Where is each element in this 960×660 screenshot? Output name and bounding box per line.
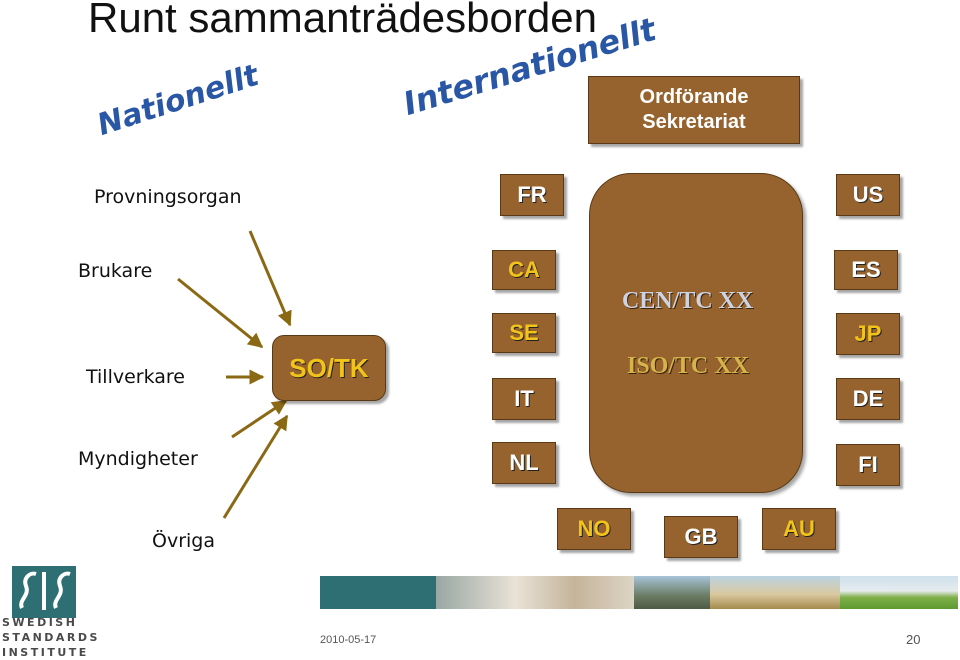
arrow-provningsorgan [248,230,292,327]
cen-tc-label: CEN/TC XX [622,288,754,314]
country-de: DE [836,378,900,420]
chair-label: Ordförande [639,86,749,108]
sis-logo: SWEDISH STANDARDS INSTITUTE [0,560,97,660]
sis-logo-mark [12,566,76,618]
photo-hands [436,576,634,609]
country-no: NO [557,508,631,550]
country-gb: GB [664,516,738,558]
country-us: US [836,174,900,216]
country-es: ES [834,250,898,290]
chair-secretariat-box: Ordförande Sekretariat [588,76,800,144]
label-brukare: Brukare [78,260,153,282]
country-nl: NL [492,442,556,484]
secretariat-label: Sekretariat [642,111,746,133]
page-number: 20 [906,632,921,647]
country-ca: CA [492,250,556,290]
footer-date: 2010-05-17 [320,634,377,646]
country-jp: JP [836,313,900,355]
photo-tree [840,576,958,609]
label-ovriga: Övriga [152,530,215,552]
country-au: AU [762,508,836,550]
arrow-brukare [177,277,264,349]
iso-tc-label: ISO/TC XX [627,353,750,379]
label-provningsorgan: Provningsorgan [94,186,242,208]
logo-line-standards: STANDARDS [2,631,100,644]
country-fr: FR [500,174,564,216]
label-myndigheter: Myndigheter [78,448,198,470]
arrow-myndigheter [231,399,288,439]
label-tillverkare: Tillverkare [86,366,185,388]
country-it: IT [492,378,556,420]
committee-table [589,173,803,493]
country-fi: FI [836,444,900,486]
country-se: SE [492,313,556,353]
photo-field [710,576,840,609]
photo-worker [634,576,710,609]
page-title: Runt sammanträdesborden [88,0,597,41]
photo-strip [320,576,958,609]
strip-teal-band [320,576,436,609]
arrow-ovriga [222,414,289,519]
logo-line-swedish: SWEDISH [2,616,78,629]
sotk-box: SO/TK [272,335,386,401]
logo-line-institute: INSTITUTE [2,646,89,659]
